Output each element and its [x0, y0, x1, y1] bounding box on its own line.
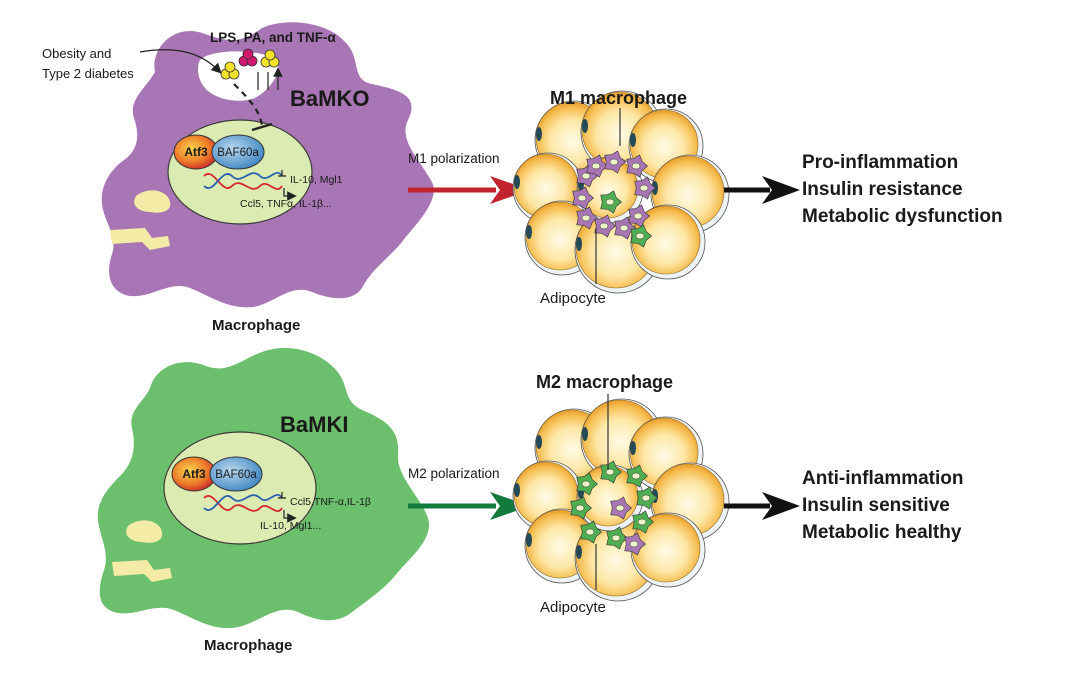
m2-arrowhead [490, 492, 530, 520]
m1-macrophage-cell [586, 154, 608, 178]
obesity-label-line1: Obesity and [42, 46, 111, 61]
outcome-top-3: Metabolic dysfunction [802, 206, 1003, 227]
macrophage-label-bottom: Macrophage [204, 637, 292, 654]
obesity-arrow [139, 49, 222, 74]
adipocyte-cell [630, 512, 706, 588]
outcome-bottom-3: Metabolic healthy [802, 522, 962, 543]
activation-arrow-top [283, 188, 297, 201]
outcome-arrowhead-top [762, 176, 800, 204]
m2-macrophage-cell [580, 520, 602, 544]
organelle-bottom-2 [112, 560, 172, 582]
adipocyte-cell [630, 204, 706, 280]
obesity-label-line2: Type 2 diabetes [42, 66, 134, 81]
m2-macrophage-cell [610, 496, 632, 520]
gene-bottom-label-bottom: IL-10, Mgl1... [260, 520, 321, 532]
organelle-top-2 [110, 228, 170, 250]
outcome-top-2: Insulin resistance [802, 179, 963, 200]
organelle-top-1 [134, 190, 171, 213]
gene-bottom-label-top: Ccl5, TNFα, IL-1β... [240, 198, 332, 210]
adipose-tissue-bottom [512, 398, 730, 602]
atf3-label-top: Atf3 [184, 145, 208, 159]
outcome-top-1: Pro-inflammation [802, 152, 958, 173]
m1-macrophage-cell [628, 204, 650, 228]
stimuli-label: LPS, PA, and TNF-α [210, 30, 336, 45]
outcome-bottom-2: Insulin sensitive [802, 495, 950, 516]
baf60a-protein [211, 134, 265, 170]
bamki-label: BaMKI [280, 412, 348, 437]
m1-macrophage-cell [572, 186, 594, 210]
m2-macrophage-label: M2 macrophage [536, 372, 673, 392]
m2-macrophage-cell [624, 532, 646, 556]
m1-arrowhead [490, 176, 530, 204]
m1-polarization-label: M1 polarization [408, 151, 500, 166]
m2-macrophage-cell [600, 460, 622, 484]
adipocyte-label-bottom: Adipocyte [540, 599, 606, 616]
m1-macrophage-cell [630, 224, 652, 248]
baf60a-label-top: BAF60a [217, 147, 259, 159]
repression-mark-top [278, 170, 286, 177]
m1-macrophage-cell [604, 150, 626, 174]
ligand-yellow-1 [220, 61, 240, 80]
m1-macrophage-cell [626, 154, 648, 178]
m2-macrophage-cell [626, 464, 648, 488]
outcome-bottom-1: Anti-inflammation [802, 468, 964, 489]
baf60a-label-bottom: BAF60a [215, 469, 257, 481]
m1-macrophage-cell [576, 206, 598, 230]
m1-macrophage-cell [614, 216, 636, 240]
m2-macrophage-cell [632, 510, 654, 534]
m2-polarization-label: M2 polarization [408, 466, 500, 481]
gene-top-label-bottom: Ccl5,TNF-α,IL-1β [290, 496, 371, 508]
baf60a-protein-bottom [209, 456, 263, 492]
activation-arrow-bottom [283, 510, 297, 523]
top-panel: Atf3 BAF60a IL-10, Mgl1 Ccl5, TNFα, IL-1… [42, 22, 1003, 334]
bottom-panel: Atf3 BAF60a Ccl5,TNF-α,IL-1β IL-10, Mgl1… [97, 348, 964, 654]
m2-macrophage-cell [576, 472, 598, 496]
outcome-arrowhead-bottom [762, 492, 800, 520]
bamko-label: BaMKO [290, 86, 369, 111]
atf3-label-bottom: Atf3 [182, 467, 206, 481]
dna-helix-top [203, 172, 283, 190]
stimulus-arrows [257, 72, 278, 90]
ligand-magenta [238, 48, 258, 67]
dna-helix-bottom [203, 494, 283, 512]
inhibition-dashed-line [233, 83, 264, 127]
organelle-bottom-1 [126, 520, 163, 543]
adipocyte-label-top: Adipocyte [540, 290, 606, 307]
m1-macrophage-label: M1 macrophage [550, 88, 687, 108]
macrophage-label-top: Macrophage [212, 317, 300, 334]
m2-macrophage-cell [636, 486, 658, 510]
repression-mark-bottom [278, 492, 286, 499]
inhibition-bar [251, 122, 273, 132]
m2-macrophage-cell [570, 496, 592, 520]
m1-macrophage-cell [594, 214, 616, 238]
adipose-tissue-top [512, 90, 730, 294]
gene-top-label-top: IL-10, Mgl1 [290, 174, 343, 186]
m1-macrophage-cell [600, 190, 622, 214]
m1-macrophage-cell [634, 176, 656, 200]
m2-macrophage-cell [606, 526, 628, 550]
